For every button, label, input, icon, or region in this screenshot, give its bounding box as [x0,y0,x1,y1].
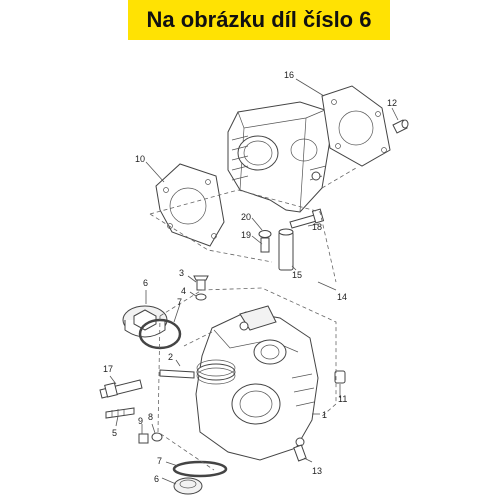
callout-19: 19 [241,230,251,240]
spark-plug-17 [99,379,143,399]
callout-13: 13 [312,466,322,476]
oil-filler-cap-6 [122,305,168,338]
callout-18: 18 [312,222,322,232]
callout-1: 1 [322,410,327,420]
cylinder-head-gasket-16 [321,85,391,167]
callout-4: 4 [181,286,186,296]
bolt-3 [193,275,209,291]
pipe-15 [278,228,294,271]
callout-14: 14 [337,292,347,302]
callout-8: 8 [148,412,153,422]
callout-15: 15 [292,270,302,280]
bolt-13 [293,444,307,462]
washer-4 [195,293,207,301]
title-text: Na obrázku díl číslo 6 [146,7,372,32]
callout-labels: 16 12 10 20 19 18 15 14 3 4 6 7 2 17 11 … [103,70,397,484]
callout-12: 12 [387,98,397,108]
bolt-19 [260,237,270,253]
callout-7: 7 [177,297,182,307]
leader-lines [109,78,399,485]
piston-rings-2 [159,359,236,385]
bolt-18 [289,208,325,229]
callout-5: 5 [112,428,117,438]
callout-2: 2 [168,352,173,362]
callout-11: 11 [338,394,347,404]
callout-20: 20 [241,212,251,222]
callout-3: 3 [179,268,184,278]
cylinder-head-1 [195,305,319,461]
dowel-pin-11 [334,370,346,384]
o-ring-7-lower [172,460,228,478]
dowel-pin-12 [392,119,409,134]
title-banner: Na obrázku díl číslo 6 [128,0,390,40]
stud-bolt-5 [105,407,135,419]
callout-9: 9 [138,416,143,426]
cylinder-base-gasket-10 [155,163,225,247]
callout-7-lower: 7 [157,456,162,466]
cover-6-lower [173,477,203,495]
cylinder-block [227,101,331,213]
washer-20 [258,230,272,238]
callout-6: 6 [143,278,148,288]
callout-17: 17 [103,364,113,374]
callout-6-lower: 6 [154,474,159,484]
callout-10: 10 [135,154,145,164]
washer-8 [151,432,163,442]
callout-16: 16 [284,70,294,80]
nut-9 [138,433,149,444]
